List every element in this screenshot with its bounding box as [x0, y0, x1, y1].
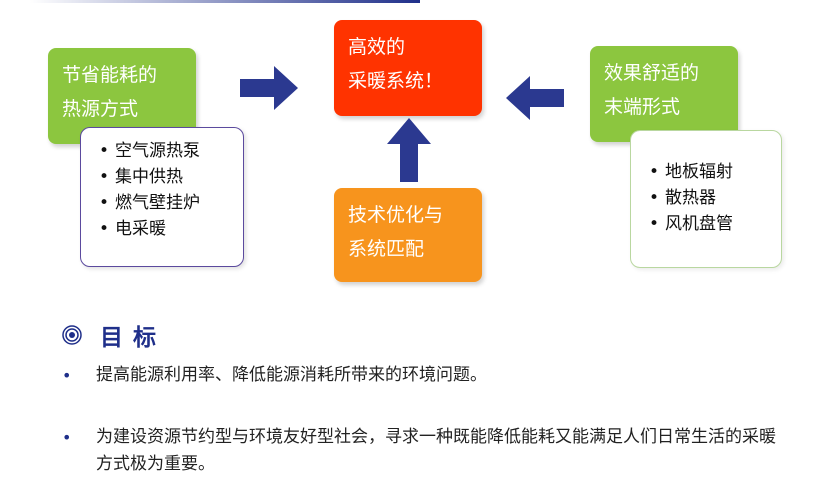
goal-bullet-text: 为建设资源节约型与环境友好型社会，寻求一种既能降低能耗又能满足人们日常生活的采暖…: [96, 427, 776, 474]
optimization-box: 技术优化与 系统匹配: [334, 188, 482, 282]
top-accent-line: [30, 0, 420, 3]
list-item: 集中供热: [99, 164, 243, 190]
bullet-dot-icon: •: [62, 428, 72, 447]
efficient-heating-line2: 采暖系统！: [348, 70, 444, 92]
goal-heading-row: 目标: [62, 318, 166, 352]
terminal-form-list: 地板辐射 散热器 风机盘管: [630, 130, 782, 268]
efficient-heating-box: 高效的 采暖系统！: [334, 20, 482, 116]
list-item: 燃气壁挂炉: [99, 190, 243, 216]
list-item: 空气源热泵: [99, 138, 243, 164]
heat-source-line1: 节省能耗的: [62, 64, 158, 86]
heat-source-line2: 热源方式: [62, 98, 139, 120]
target-icon: [62, 325, 82, 345]
optimization-line1: 技术优化与: [348, 204, 444, 226]
list-item: 散热器: [649, 185, 781, 211]
goal-heading: 目标: [100, 324, 166, 351]
list-item: 电采暖: [99, 216, 243, 242]
terminal-form-line2: 末端形式: [604, 96, 681, 118]
goal-bullet-text: 提高能源利用率、降低能源消耗所带来的环境问题。: [96, 365, 487, 385]
goal-bullet: • 提高能源利用率、降低能源消耗所带来的环境问题。: [62, 362, 776, 389]
arrow-left-icon: [506, 76, 564, 120]
arrow-right-icon: [240, 66, 298, 110]
arrow-up-icon: [387, 118, 431, 182]
heat-source-list: 空气源热泵 集中供热 燃气壁挂炉 电采暖: [80, 127, 244, 267]
efficient-heating-line1: 高效的: [348, 36, 406, 58]
list-item: 地板辐射: [649, 159, 781, 185]
terminal-form-line1: 效果舒适的: [604, 62, 700, 84]
goal-bullet: • 为建设资源节约型与环境友好型社会，寻求一种既能降低能耗又能满足人们日常生活的…: [62, 424, 776, 478]
terminal-form-box: 效果舒适的 末端形式: [590, 46, 738, 142]
list-item: 风机盘管: [649, 211, 781, 237]
optimization-line2: 系统匹配: [348, 238, 425, 260]
bullet-dot-icon: •: [62, 366, 72, 385]
